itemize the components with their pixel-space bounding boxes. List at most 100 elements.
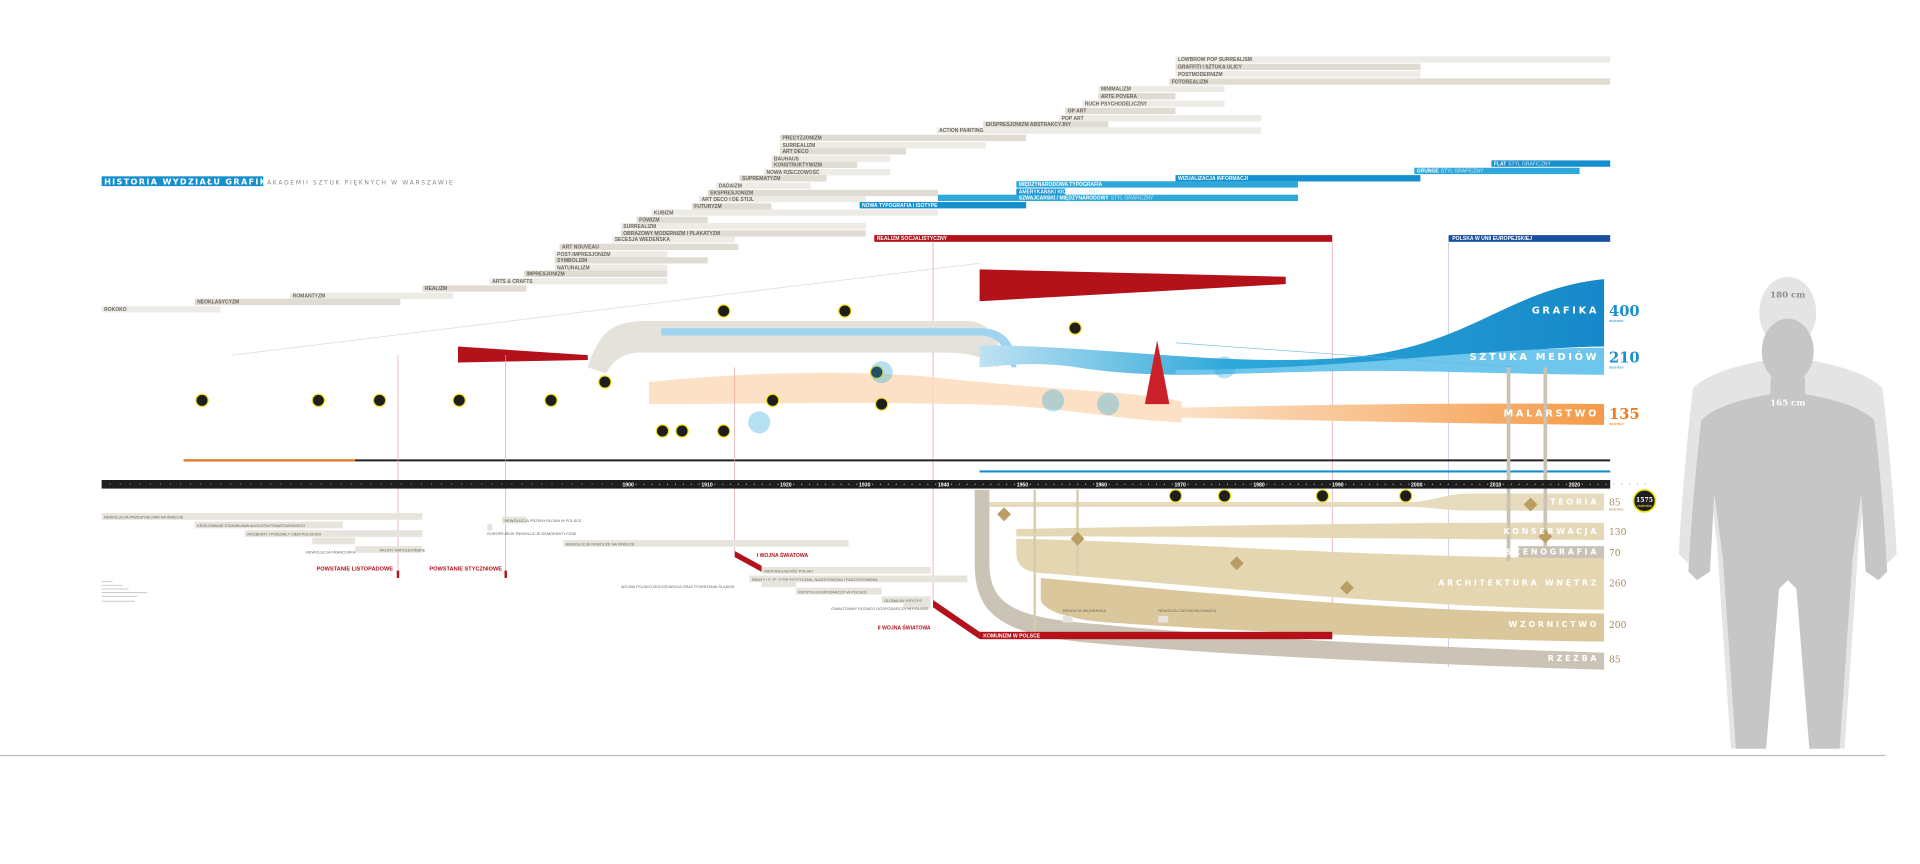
timeline-year-tick <box>1226 483 1229 485</box>
event-bar <box>749 575 968 583</box>
timeline-year-tick <box>895 483 897 485</box>
movement-bar: REALIZM <box>422 285 527 292</box>
movement-bar: ART NOUVEAU <box>559 243 739 251</box>
milestone-badge <box>765 393 780 408</box>
event-label: REWOLUCJE ROBOCZE NA ŚWIECIE <box>566 542 635 547</box>
movement-bar-fill <box>780 142 986 149</box>
event: REWOLUCJE ROBOCZE NA ŚWIECIE <box>563 540 849 547</box>
timeline-year-tick <box>1597 483 1599 485</box>
photo-circle <box>748 411 771 434</box>
timeline-tick <box>199 483 202 485</box>
timeline-tick <box>430 483 433 485</box>
timeline-year-tick <box>1250 483 1252 485</box>
title-block: HISTORIA WYDZIAŁU GRAFIKI AKADEMII SZTUK… <box>101 176 454 186</box>
photo-circle <box>1097 393 1120 416</box>
movement-bar: ART DECO <box>780 148 907 155</box>
movement-bar-fill <box>771 161 858 169</box>
event-label: REWOLUCJA PRZEMYSŁOWA W POLSCE <box>504 518 582 523</box>
movement-bar-fill <box>764 168 891 176</box>
event-label: EUROPEJSKIE REWOLUCJE DEMOKRATYCZNE <box>487 531 577 536</box>
timeline-decade-label: 2010 <box>1490 482 1502 488</box>
timeline-year-tick <box>1376 483 1378 485</box>
timeline-year-tick <box>1077 483 1079 485</box>
discipline-name: ARCHITEKTURA WNĘTRZ <box>1438 578 1599 587</box>
timeline-tick <box>290 483 292 485</box>
stream-peach <box>648 372 1182 423</box>
timeline-year-tick <box>1613 483 1615 485</box>
timeline-tick <box>370 483 372 485</box>
movement-label: REALIZM <box>425 286 447 292</box>
movement-bar-fill <box>1098 85 1225 93</box>
timeline-tick <box>119 483 121 485</box>
timeline-year-tick <box>1313 483 1315 485</box>
movement-bar-fill <box>739 175 827 182</box>
movement-label: ART NOUVEAU <box>562 245 599 251</box>
timeline-year-tick <box>998 483 1000 485</box>
movement-bar: LOWBROW POP SURREALISM <box>1175 56 1611 63</box>
movement-bar: DADAIZM <box>716 182 811 189</box>
timeline-tick <box>310 483 312 485</box>
design-style-fill <box>1016 188 1066 195</box>
design-style-label: WIZUALIZACJA INFORMACJI <box>1178 176 1249 182</box>
stream-scenografia <box>1518 546 1605 559</box>
movement-bar: ACTION PAINTING <box>936 127 1262 134</box>
timeline-year-tick <box>1431 483 1434 485</box>
timeline-year-tick <box>1234 483 1236 485</box>
timeline-year-tick <box>730 483 732 485</box>
timeline-year-tick <box>674 483 677 485</box>
milestone-badge <box>1168 489 1183 503</box>
design-style-label: NOWA TYPOGRAFIA I ISOTYPE <box>862 203 938 209</box>
period-communism-label: KOMUNIZM W POLSCE <box>983 633 1041 639</box>
figure-body <box>1688 377 1888 749</box>
page-subtitle: AKADEMII SZTUK PIĘKNYCH W WARSZAWIE <box>267 179 454 186</box>
event-ww2: II WOJNA ŚWIATOWA <box>878 624 931 631</box>
movement-bar-fill <box>691 203 772 210</box>
timeline-tick <box>400 483 402 485</box>
movement-label: EKSPRESJONIZM <box>710 191 753 197</box>
timeline-tick <box>220 483 222 485</box>
timeline-tick <box>340 483 342 485</box>
movement-bar-fill <box>936 127 1262 134</box>
design-style-fill <box>1414 167 1580 175</box>
movement-label: ROMANTYZM <box>293 294 326 300</box>
timeline-tick <box>179 483 182 485</box>
event: EUROPEJSKIE REWOLUCJE DEMOKRATYCZNE <box>487 524 577 536</box>
milestone-badge <box>838 304 852 318</box>
movement-label: DADAIZM <box>719 183 742 189</box>
discipline-students: 400 <box>1609 303 1640 320</box>
timeline-year-tick <box>1211 483 1213 485</box>
timeline-year-tick <box>1013 483 1016 485</box>
timeline-year-tick <box>1629 483 1631 485</box>
timeline-tick <box>109 483 111 485</box>
stream-konserwacja <box>1016 522 1605 540</box>
design-style-bar: WIZUALIZACJA INFORMACJI <box>1175 175 1421 182</box>
figure-tall-label: 180 cm <box>1770 291 1805 301</box>
timeline-year-tick <box>1565 483 1568 485</box>
design-style-suffix: STYL GRAF. <box>1071 189 1100 195</box>
timeline-year-tick <box>1455 483 1457 485</box>
timeline-year-tick <box>1029 483 1031 485</box>
stream-wzornictwo <box>1040 577 1605 642</box>
timeline-year-tick <box>1266 483 1268 485</box>
timeline-tick <box>260 483 262 485</box>
movement-label: ARTS & CRAFTS <box>492 279 533 285</box>
timeline-year-tick <box>635 483 637 485</box>
timeline-year-tick <box>1289 483 1292 485</box>
design-style-label: MIĘDZYNARODOWA TYPOGRAFIA <box>1019 182 1103 188</box>
movement-label: KUBIZM <box>654 210 674 216</box>
timeline-decade-label: 2020 <box>1569 482 1581 488</box>
line-blue-thin <box>1175 342 1519 368</box>
event: REWOLTA CZECHOSŁOWACKA <box>1158 608 1217 623</box>
movement-bar-fill <box>554 251 668 258</box>
photo-circle <box>1213 356 1236 379</box>
timeline-year-tick <box>958 483 960 485</box>
timeline-year-tick <box>698 483 700 485</box>
movement-label: NOWA RZECZOWOŚĆ <box>767 168 820 176</box>
movement-label: IMPRESJONIZM <box>527 272 565 278</box>
timeline-year-tick <box>879 483 882 485</box>
students-label: studentów <box>1609 508 1624 512</box>
